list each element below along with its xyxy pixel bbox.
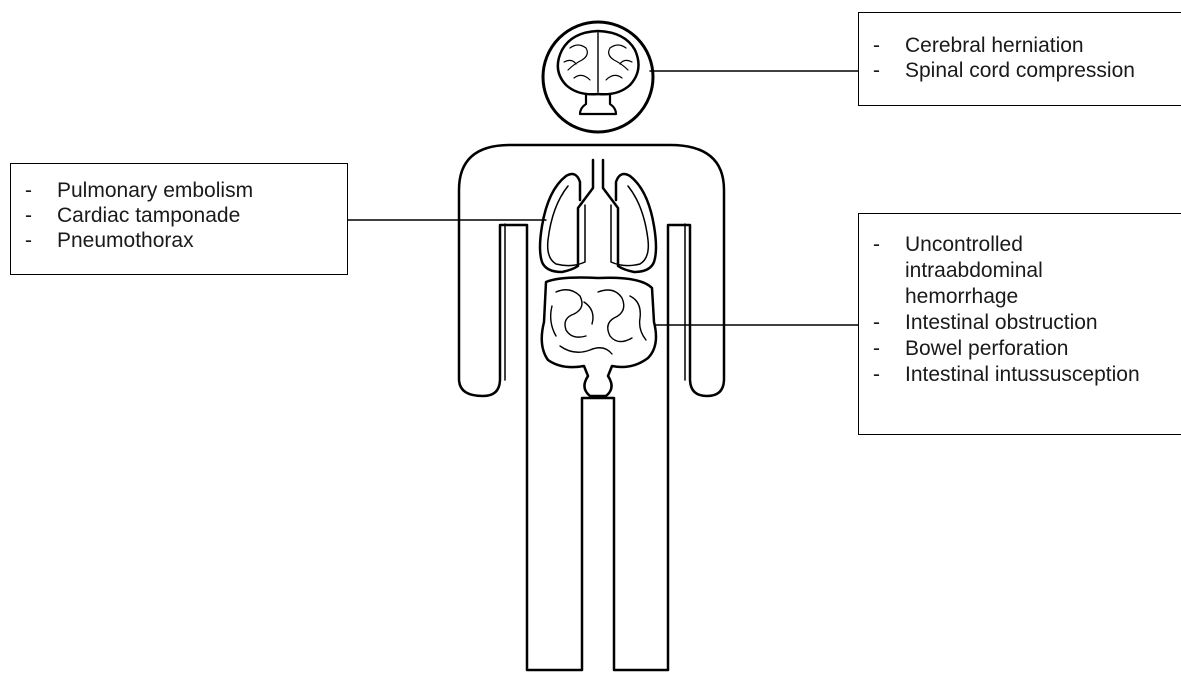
callout-abdomen: Uncontrolled intraabdominal hemorrhage I…: [858, 213, 1181, 435]
callout-item: Intestinal obstruction: [859, 310, 1181, 336]
callout-item: Uncontrolled intraabdominal hemorrhage: [859, 232, 1075, 310]
brain-icon: [543, 22, 653, 132]
callout-chest: Pulmonary embolism Cardiac tamponade Pne…: [10, 163, 348, 275]
callout-brain: Cerebral herniation Spinal cord compress…: [858, 12, 1181, 106]
callout-item: Pulmonary embolism: [11, 178, 347, 203]
human-silhouette: [459, 145, 724, 670]
callout-item: Cardiac tamponade: [11, 203, 347, 228]
lungs-icon: [540, 160, 656, 272]
callout-item: Bowel perforation: [859, 336, 1181, 362]
callout-item: Spinal cord compression: [859, 58, 1181, 83]
callout-item: Intestinal intussusception: [859, 362, 1181, 388]
callout-item: Cerebral herniation: [859, 33, 1181, 58]
callout-item: Pneumothorax: [11, 228, 347, 253]
intestines-icon: [542, 278, 656, 397]
